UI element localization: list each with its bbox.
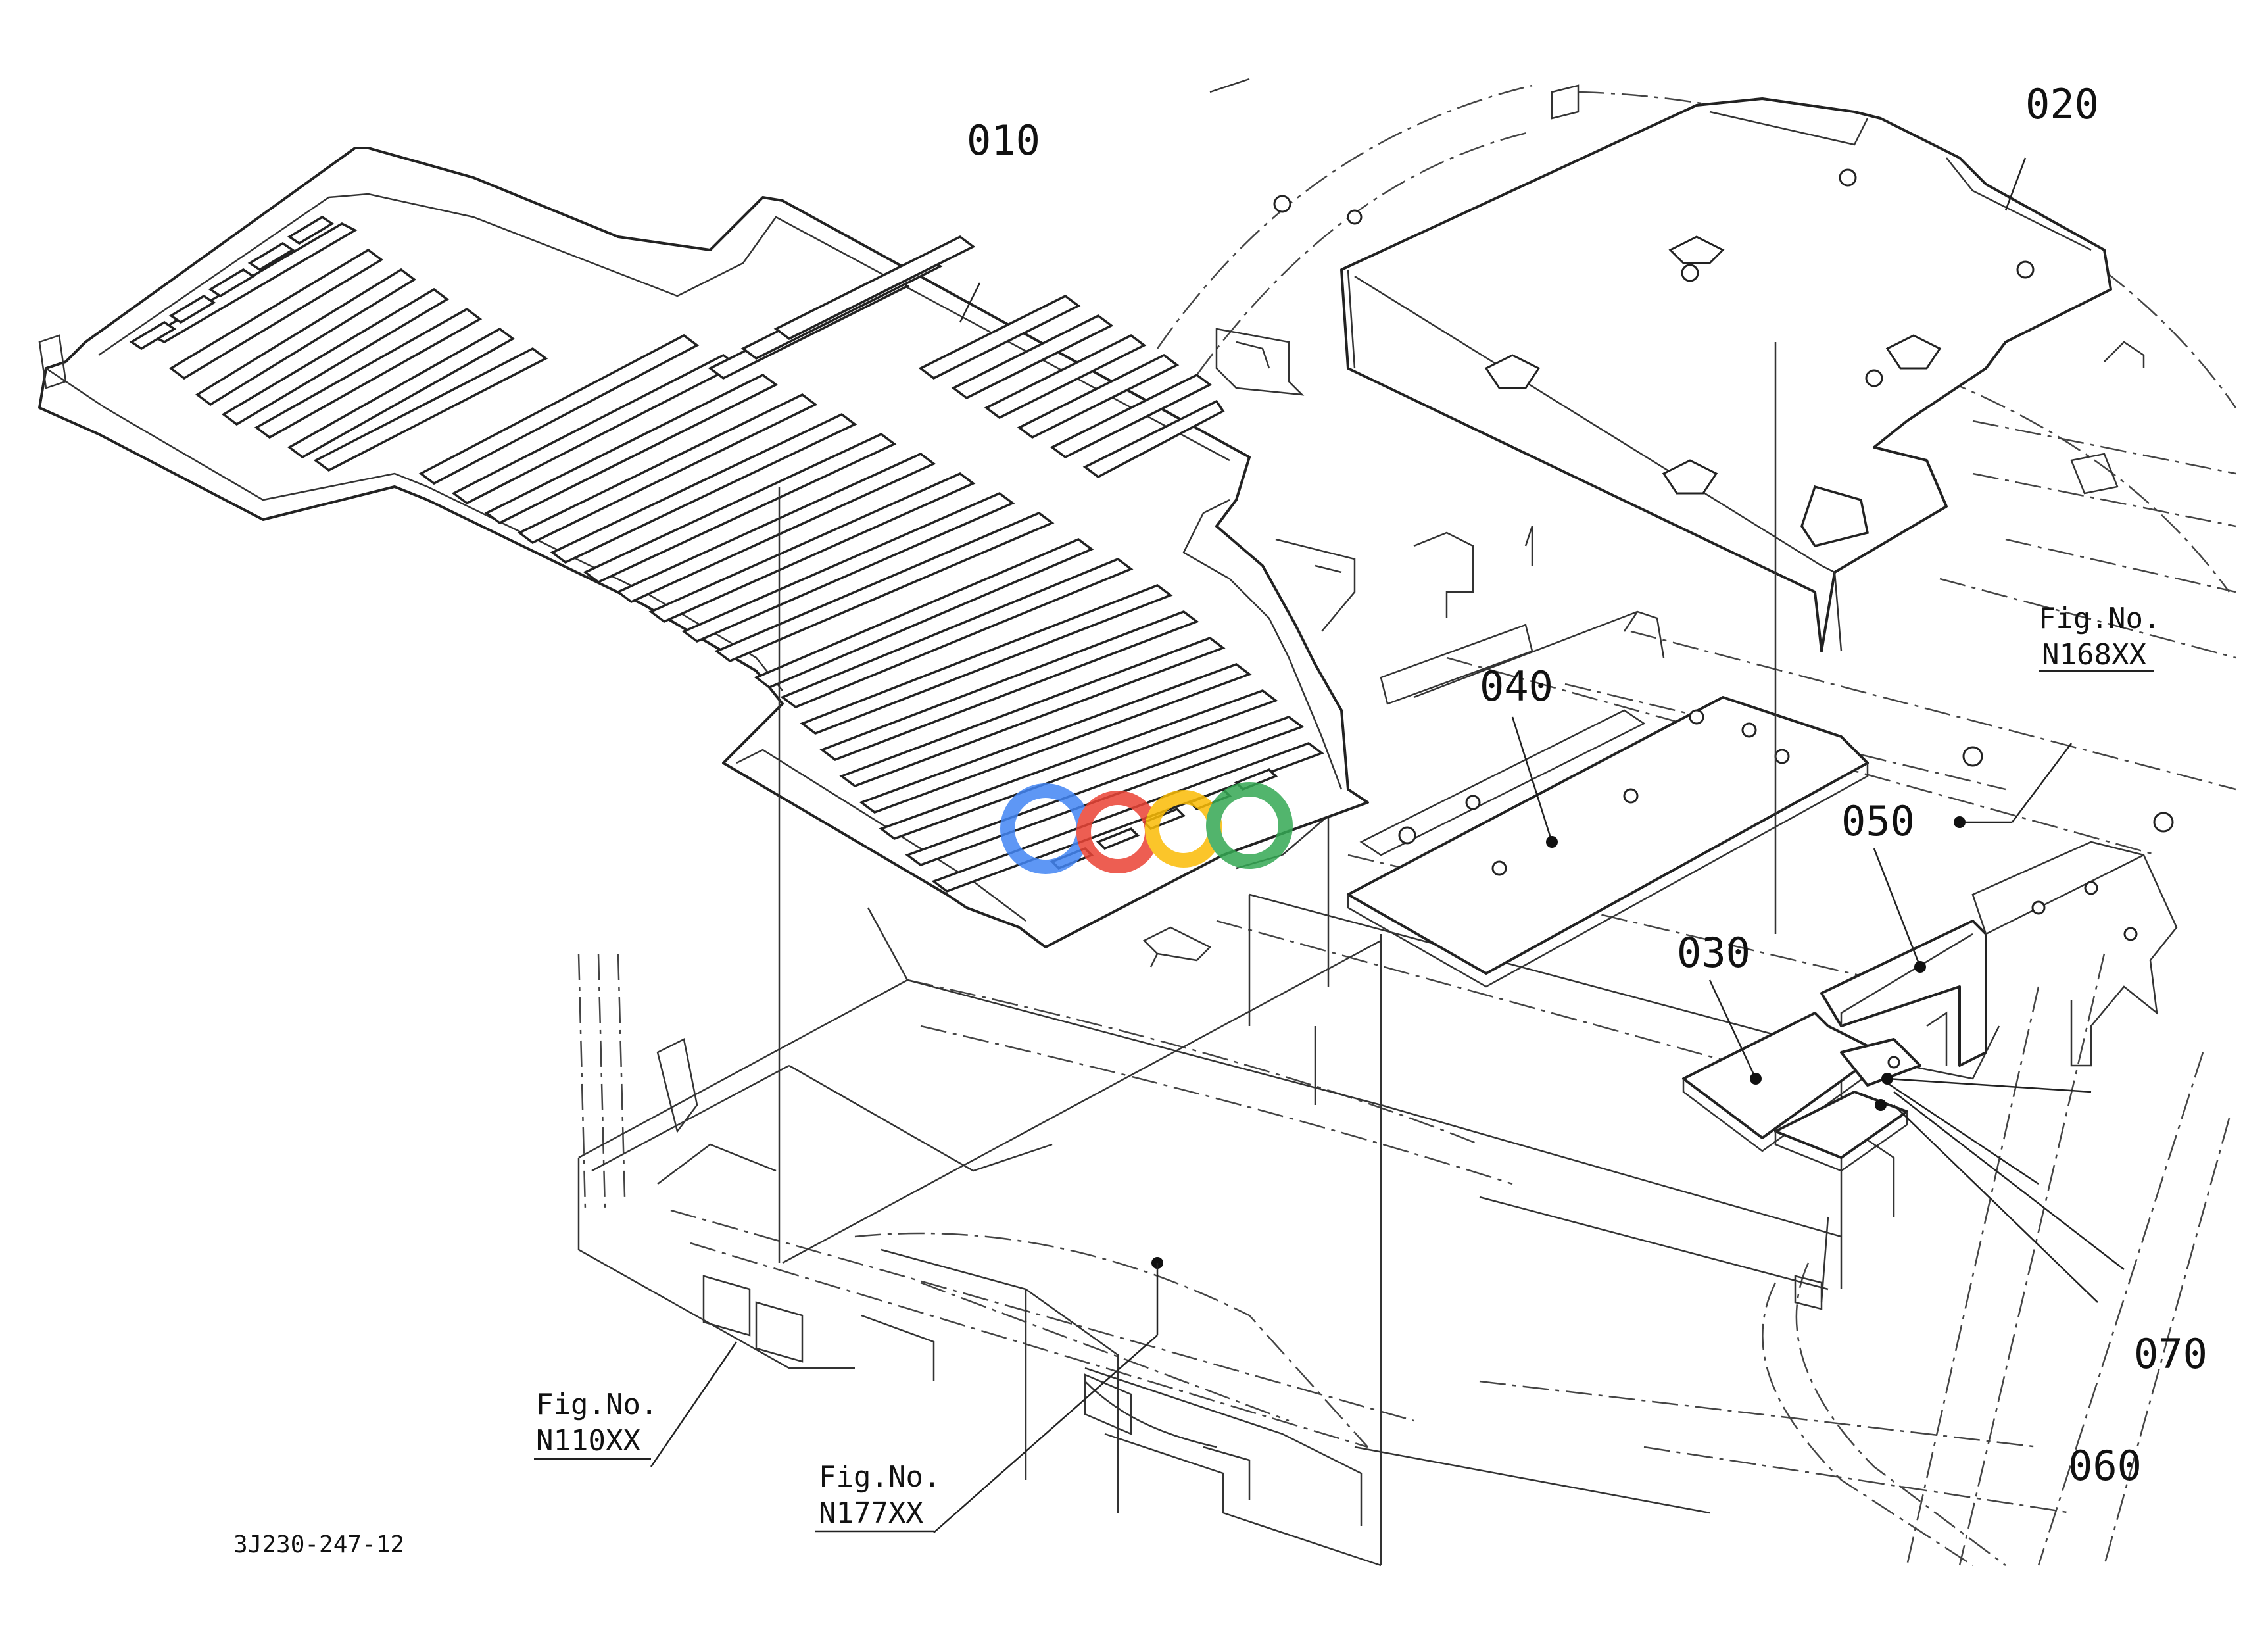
mat-kubota-logo-left xyxy=(129,215,335,351)
figure-ref-n177xx: Fig.No. N177XX xyxy=(815,1460,940,1533)
part-020-cover xyxy=(1340,97,2112,652)
figure-ref-n168xx: Fig.No. N168XX xyxy=(2039,602,2160,672)
mat-ribs xyxy=(149,222,1324,893)
part-070-clip xyxy=(1840,1038,1921,1087)
part-050-bracket xyxy=(1820,920,1987,1067)
callout-070: 070 xyxy=(2134,1330,2208,1378)
cgsc-watermark xyxy=(1000,782,1293,874)
side-frame-right xyxy=(1971,841,2178,1067)
part-010-floor-mat xyxy=(38,147,1369,948)
callout-050: 050 xyxy=(1841,797,1915,845)
figure-ref-n110xx: Fig.No. N110XX xyxy=(534,1388,658,1460)
callout-040: 040 xyxy=(1480,662,1553,710)
fig-ref-prefix: Fig.No. xyxy=(536,1388,658,1421)
callout-010: 010 xyxy=(967,116,1040,164)
watermark-c2 xyxy=(1206,782,1293,869)
callout-030: 030 xyxy=(1677,929,1750,977)
frame-structure xyxy=(577,814,2000,1567)
fig-ref-code: N168XX xyxy=(2042,638,2146,672)
part-060-plate xyxy=(1774,1091,1908,1172)
fig-ref-prefix: Fig.No. xyxy=(2039,602,2160,635)
fig-ref-code: N177XX xyxy=(819,1496,923,1530)
fig-ref-code: N110XX xyxy=(536,1424,640,1458)
part-040-floor-plate xyxy=(1347,610,1869,988)
leader-lines xyxy=(650,157,2125,1533)
callout-060: 060 xyxy=(2068,1442,2142,1490)
assembly-lines xyxy=(778,342,1777,1264)
part-number-callouts: 010 020 040 050 030 070 060 xyxy=(967,80,2208,1490)
fig-ref-prefix: Fig.No. xyxy=(819,1460,940,1494)
drawing-number: 3J230-247-12 xyxy=(233,1531,404,1558)
callout-020: 020 xyxy=(2025,80,2099,128)
